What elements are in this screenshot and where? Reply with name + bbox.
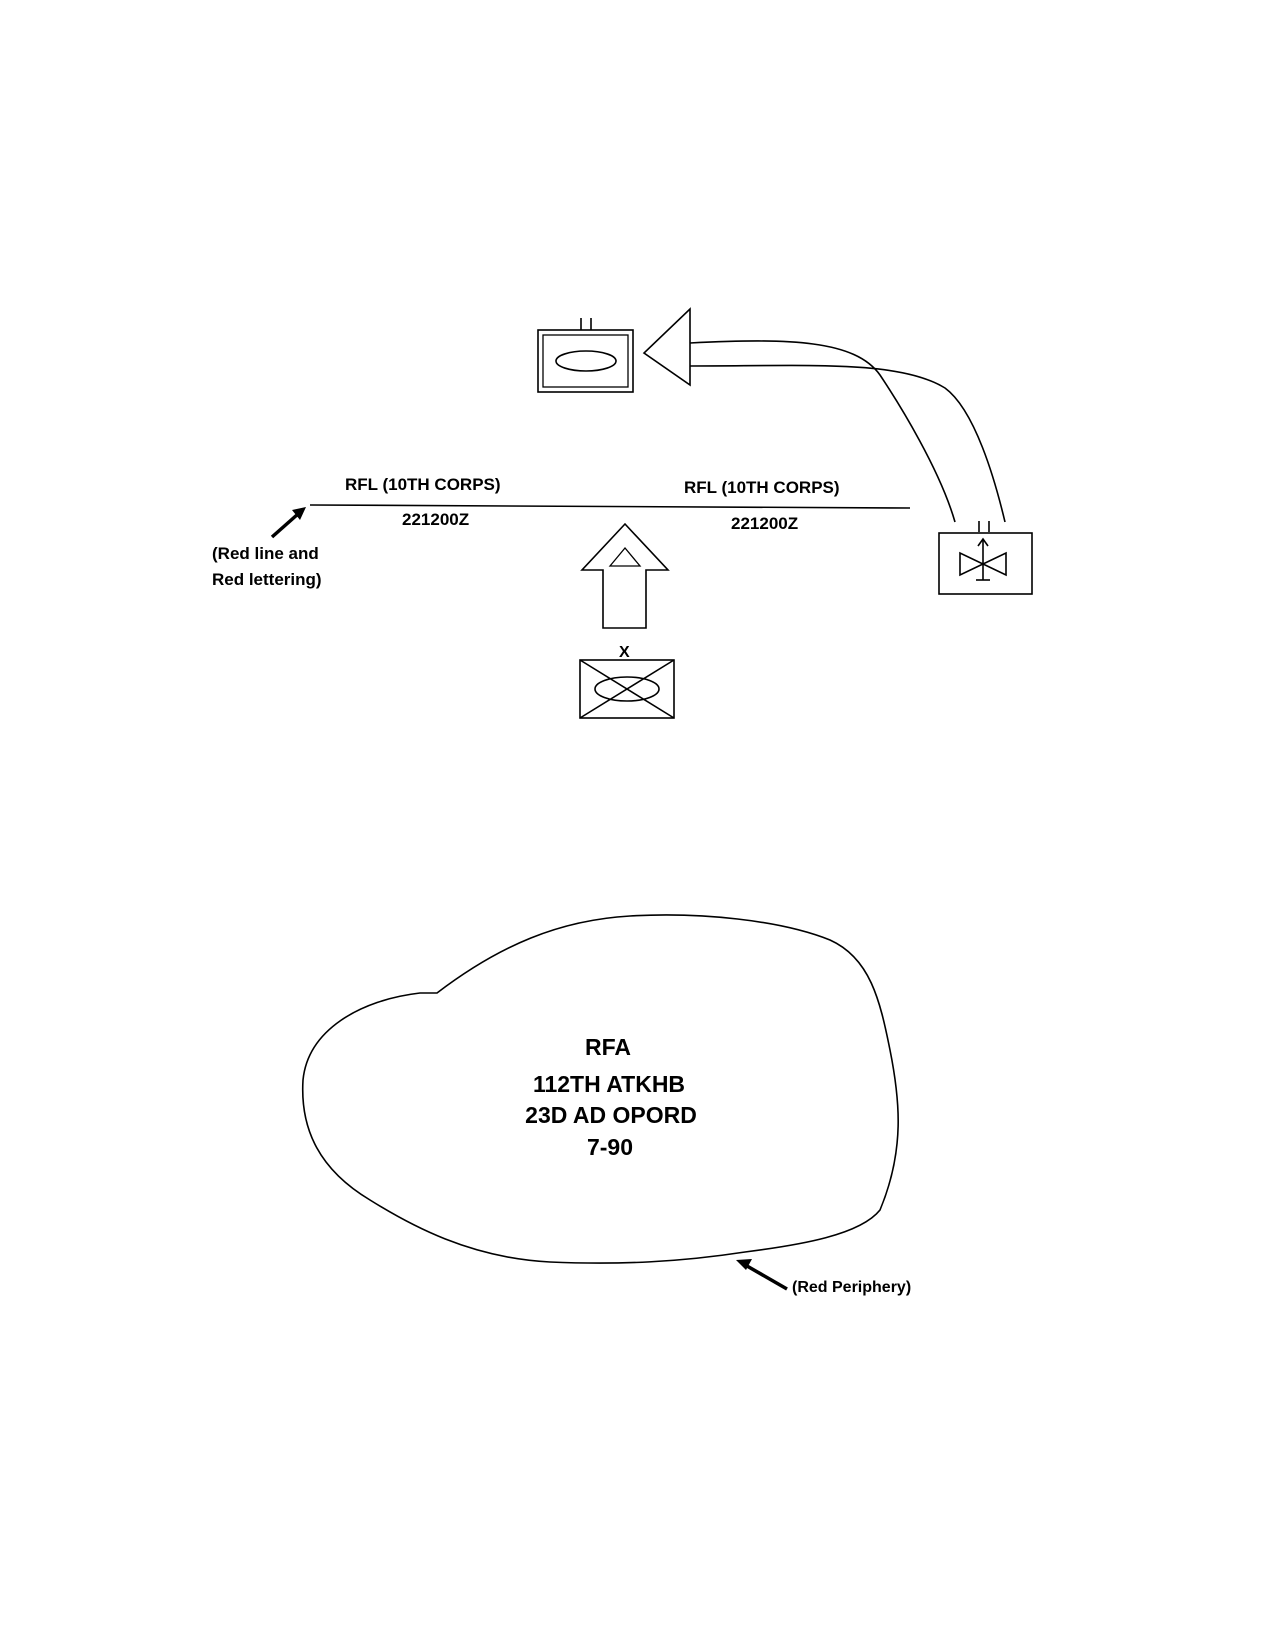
straight-up-arrow — [580, 522, 670, 629]
brigade-size-marker: X — [619, 644, 630, 661]
rfa-line2: 23D AD OPORD — [525, 1102, 697, 1128]
top-unit-symbol — [537, 318, 634, 393]
rfl-dtg-right: 221200Z — [731, 514, 798, 533]
bottom-unit-symbol: X — [579, 644, 675, 719]
right-unit-symbol — [938, 521, 1033, 595]
rfa-line3: 7-90 — [587, 1134, 633, 1160]
rfl-line — [309, 504, 911, 509]
rfl-pointer-arrow — [270, 507, 306, 539]
rfa-title: RFA — [585, 1034, 631, 1060]
curved-axis-arrow — [642, 307, 1006, 523]
rfl-label-left: RFL (10TH CORPS) — [345, 475, 501, 494]
rfl-note-line1: (Red line and — [212, 544, 319, 563]
rfl-note-line2: Red lettering) — [212, 570, 322, 589]
rfl-dtg-left: 221200Z — [402, 510, 469, 529]
rfl-label-right: RFL (10TH CORPS) — [684, 478, 840, 497]
rfa-pointer-arrow — [736, 1259, 788, 1291]
rfa-line1: 112TH ATKHB — [533, 1071, 685, 1097]
rfa-periphery — [301, 914, 899, 1264]
rfa-note: (Red Periphery) — [792, 1279, 911, 1296]
